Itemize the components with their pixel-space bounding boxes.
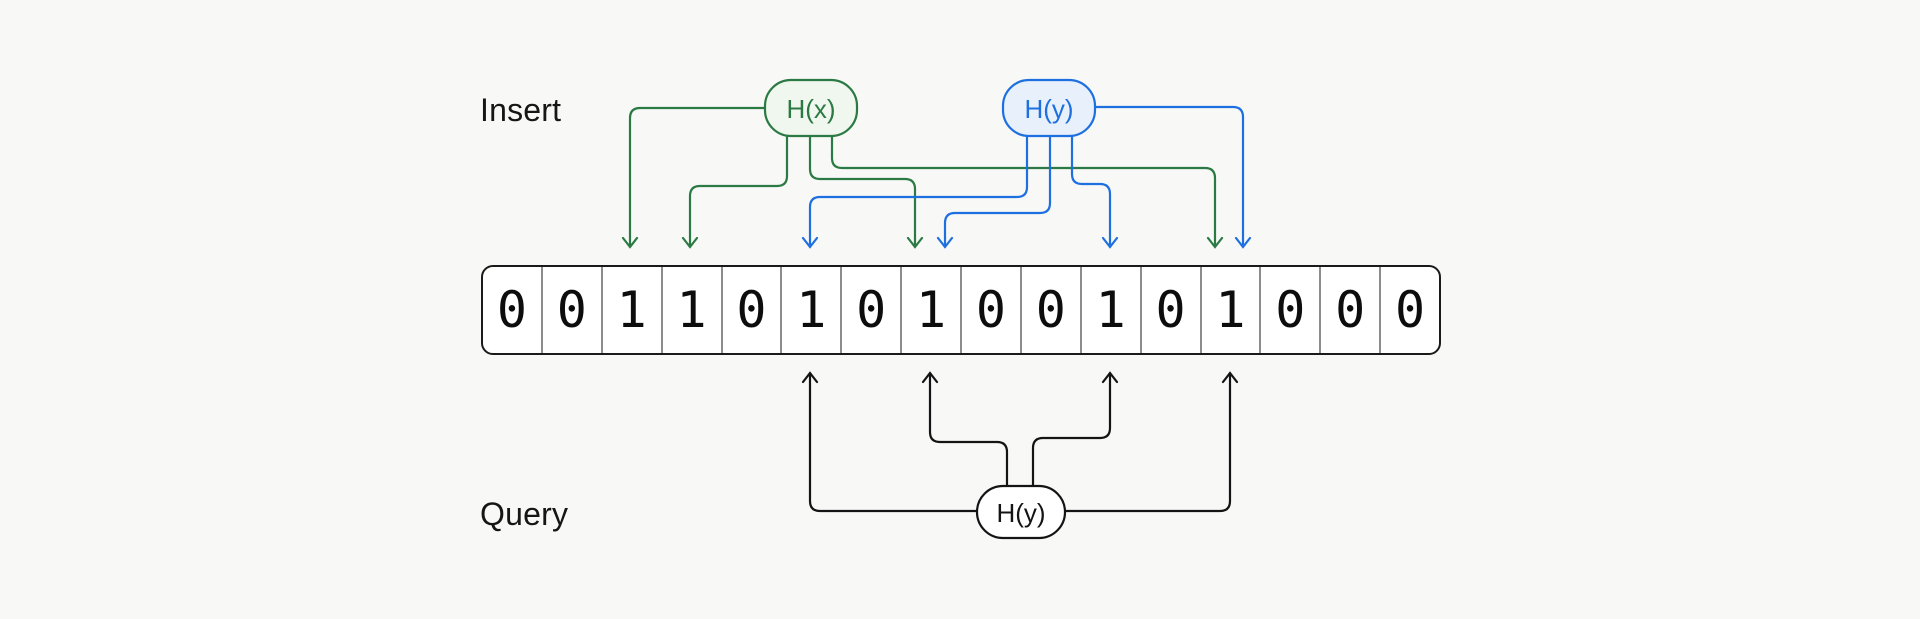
hash-node-insert-y-label: H(y): [1024, 94, 1073, 124]
hash-node-insert-y-pill: [1001, 78, 1097, 138]
bit-cell-4: 0: [723, 267, 783, 353]
bit-cell-0: 0: [483, 267, 543, 353]
bit-cell-8: 0: [962, 267, 1022, 353]
insert-x-arrow-cell12: [830, 133, 1224, 249]
insert-y-arrow-cell10: [1070, 133, 1119, 249]
bit-cell-3: 1: [663, 267, 723, 353]
hash-node-insert-y: H(y): [1001, 78, 1097, 138]
insert-y-arrows: [801, 105, 1252, 249]
hash-node-insert-x-pill: [763, 78, 859, 138]
hash-node-insert-x: H(x): [763, 78, 859, 138]
insert-y-arrow-cell7: [936, 133, 1052, 249]
bit-cell-12: 1: [1202, 267, 1262, 353]
bit-cell-11: 0: [1142, 267, 1202, 353]
hash-node-query-y-pill: [975, 484, 1067, 540]
query-y-arrow-cell10: [1031, 371, 1119, 488]
query-y-arrow-cell7: [921, 371, 1009, 488]
query-y-arrow-cell5: [801, 371, 979, 513]
bit-cell-13: 0: [1261, 267, 1322, 353]
bit-cell-6: 0: [842, 267, 903, 353]
bit-cell-14: 0: [1321, 267, 1382, 353]
query-y-arrow-cell12: [1063, 371, 1239, 513]
bit-cell-10: 1: [1082, 267, 1142, 353]
bit-cell-5: 1: [782, 267, 843, 353]
bit-cell-1: 0: [543, 267, 603, 353]
query-label: Query: [480, 496, 569, 532]
bit-cell-7: 1: [902, 267, 962, 353]
bit-cell-15: 0: [1395, 281, 1426, 339]
insert-x-arrow-cell2: [621, 106, 767, 249]
query-y-arrows: [801, 371, 1239, 513]
hash-node-query-y: H(y): [975, 484, 1067, 540]
hash-node-query-y-label: H(y): [996, 498, 1045, 528]
insert-x-arrow-cell3: [681, 133, 789, 249]
insert-label: Insert: [480, 92, 562, 128]
insert-y-arrow-cell12: [1093, 105, 1252, 249]
insert-x-arrow-cell7: [808, 133, 924, 249]
bit-cell-2: 1: [603, 267, 663, 353]
hash-node-insert-x-label: H(x): [786, 94, 835, 124]
insert-x-arrows: [621, 106, 1224, 249]
insert-y-arrow-cell5: [801, 133, 1029, 249]
bit-cell-9: 0: [1022, 267, 1082, 353]
